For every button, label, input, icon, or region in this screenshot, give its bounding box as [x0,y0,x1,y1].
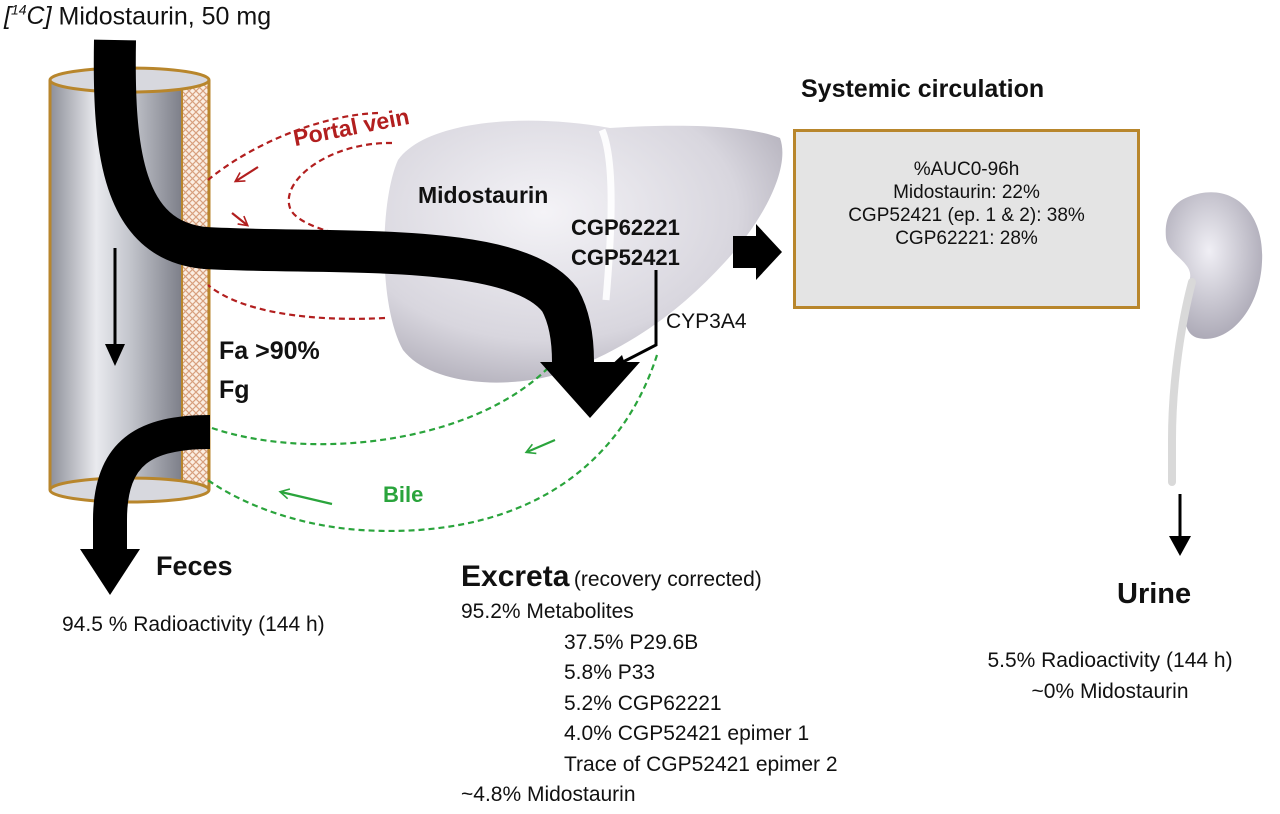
auc-header: %AUC0-96h [913,159,1020,180]
urine-results: 5.5% Radioactivity (144 h) ~0% Midostaur… [940,645,1280,707]
auc-cgp52421: CGP52421 (ep. 1 & 2): 38% [848,205,1085,226]
excreta-parent: ~4.8% Midostaurin [461,783,636,806]
systemic-circulation-title: Systemic circulation [801,75,1045,103]
excreta-title: Excreta (recovery corrected) [461,560,762,595]
cyp3a4-arrowhead [606,355,628,373]
cyp3a4-label: CYP3A4 [666,310,747,333]
isotope-element: C [26,2,45,31]
urine-midostaurin: ~0% Midostaurin [1031,680,1189,703]
excreta-item: 5.2% CGP62221 [564,691,722,715]
excreta-item: Trace of CGP52421 epimer 2 [564,752,838,776]
dose-text: Midostaurin, 50 mg [58,2,272,31]
cgp62221-label: CGP62221 [571,215,680,240]
isotope-label: [14C] [4,2,52,31]
auc-cgp62221: CGP62221: 28% [895,228,1038,249]
liver-lobe-line [598,128,615,301]
isotope-mass: 14 [10,2,27,18]
feces-arrowhead [80,549,140,595]
liver-outflow-arrowhead [540,362,640,418]
fa-label: Fa >90% [219,337,320,365]
dose-title: [14C] Midostaurin, 50 mg [4,2,271,31]
systemic-arrow [733,224,782,280]
absorption-flow-band [93,39,594,363]
urine-title: Urine [1117,578,1192,610]
liver-shape [384,120,783,383]
auc-midostaurin: Midostaurin: 22% [893,182,1040,203]
excreta-metabolites: 95.2% Metabolites [461,600,634,623]
bile-label: Bile [383,482,424,507]
fg-label: Fg [219,376,250,404]
urine-arrowhead [1169,536,1191,556]
liver-midostaurin-label: Midostaurin [418,182,549,208]
lumen-arrowhead [105,344,125,366]
urine-radioactivity: 5.5% Radioactivity (144 h) [987,649,1233,672]
excreta-heading: Excreta [461,560,570,593]
excreta-subtitle: (recovery corrected) [573,568,762,591]
systemic-circulation-box: %AUC0-96h Midostaurin: 22% CGP52421 (ep.… [793,129,1140,309]
cyp3a4-connector [616,270,658,367]
excreta-list: 95.2% Metabolites 37.5% P29.6B 5.8% P33 … [461,597,838,811]
excreta-item: 4.0% CGP52421 epimer 1 [564,722,810,745]
feces-radioactivity: 94.5 % Radioactivity (144 h) [62,613,325,636]
feces-title: Feces [156,551,233,581]
ureter [1168,278,1196,486]
feces-flow-band [93,415,211,552]
bile-arrows [204,337,659,532]
cgp52421-label: CGP52421 [571,245,680,270]
excreta-item: 5.8% P33 [564,661,656,684]
excreta-item: 37.5% P29.6B [564,630,699,654]
